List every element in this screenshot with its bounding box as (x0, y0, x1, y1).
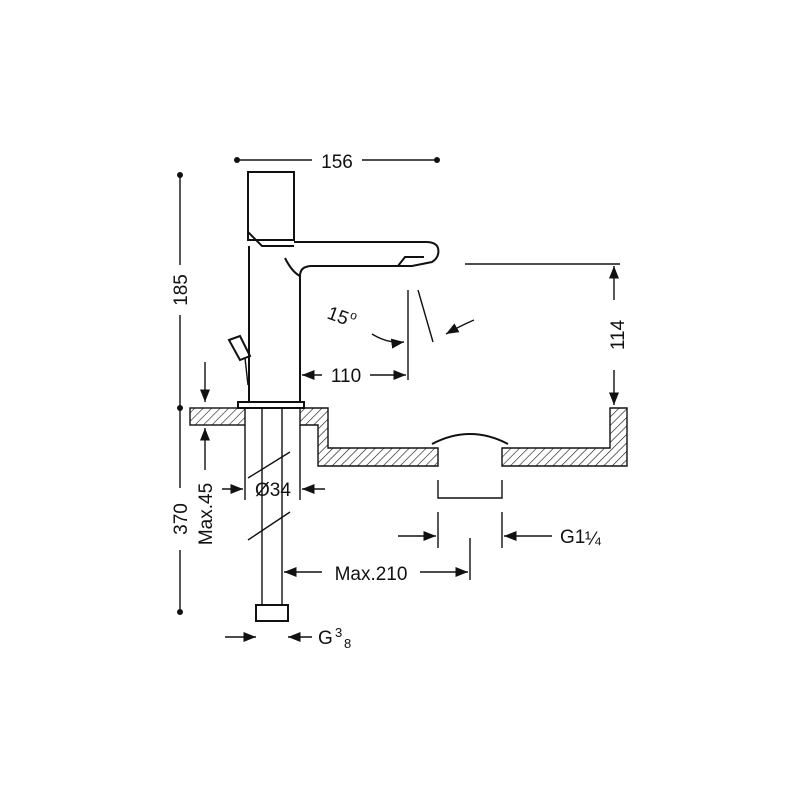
supply-nut (255, 604, 289, 622)
dim-total-height-label: 370 (171, 503, 192, 535)
angle-arc (445, 319, 475, 335)
basin-right-part (501, 407, 628, 467)
break-line (247, 451, 291, 479)
spout-curve (284, 257, 301, 277)
dim-supply-thread-label: G 3 8 (318, 625, 351, 651)
dim-angle-label: 15 o (324, 303, 359, 330)
waste-thread-frac: ¼ (585, 529, 602, 550)
countertop-section (189, 407, 628, 467)
faucet-body (227, 171, 440, 622)
angle-value: 15 (324, 303, 351, 330)
dimension-lines (177, 157, 620, 643)
handle-bevel (247, 231, 294, 247)
waste-outlet (431, 433, 509, 499)
popup-rod (244, 357, 249, 386)
popup-knob (227, 334, 252, 362)
dim-reach-label: 110 (331, 366, 361, 387)
angle-unit: o (348, 308, 359, 324)
supply-thread-main: G (318, 628, 333, 649)
waste-body (437, 480, 503, 499)
dim-width-label: 156 (321, 152, 353, 173)
angle-arc (371, 333, 405, 349)
dim-waste-thread-label: G1 ¼ (560, 527, 602, 550)
dim-max-deck-label: Max.45 (196, 483, 217, 545)
dim-diameter-label: Ø34 (255, 480, 291, 501)
dim-max-distance-label: Max.210 (335, 564, 408, 585)
aerator (397, 256, 424, 267)
lever-handle (247, 171, 295, 241)
base-flange (237, 401, 305, 409)
waste-thread-main: G1 (560, 527, 585, 548)
dim-height-label: 185 (171, 274, 192, 306)
deck-left-part (189, 407, 246, 426)
angle-line (417, 289, 434, 343)
supply-thread-den: 8 (344, 636, 351, 651)
supply-thread-num: 3 (335, 625, 342, 640)
dimension-labels: 156 185 370 Max.45 110 114 15 o Ø34 Max.… (171, 152, 629, 651)
break-line (247, 511, 291, 541)
basin-left-part (299, 407, 439, 467)
spout (248, 241, 440, 403)
waste-plug-curve (431, 433, 509, 445)
dim-spout-height-label: 114 (608, 319, 629, 350)
